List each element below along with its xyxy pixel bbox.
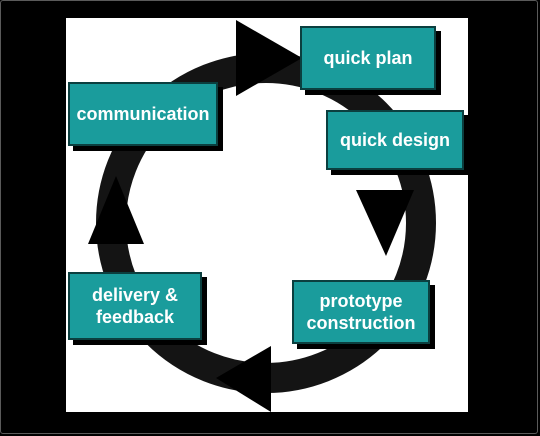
arrow-left-up (88, 176, 144, 244)
stage-communication: communication (68, 82, 218, 146)
stage-delivery-feedback-label: delivery & feedback (91, 285, 179, 327)
stage-quick-design: quick design (326, 110, 464, 170)
stage-prototype-construction: prototype construction (292, 280, 430, 344)
arrow-bottom-left (216, 346, 271, 412)
arrow-right-down (356, 190, 414, 256)
stage-prototype-construction-label: prototype construction (306, 291, 416, 333)
arrow-top-right (236, 20, 302, 96)
stage-quick-plan-label: quick plan (323, 48, 413, 68)
stage-delivery-feedback: delivery & feedback (68, 272, 202, 340)
stage-quick-plan: quick plan (300, 26, 436, 90)
stage-quick-design-label: quick design (339, 130, 451, 150)
stage-communication-label: communication (76, 104, 210, 124)
cycle-diagram (88, 20, 436, 412)
diagram-canvas: quick plan quick design communication pr… (66, 18, 468, 412)
